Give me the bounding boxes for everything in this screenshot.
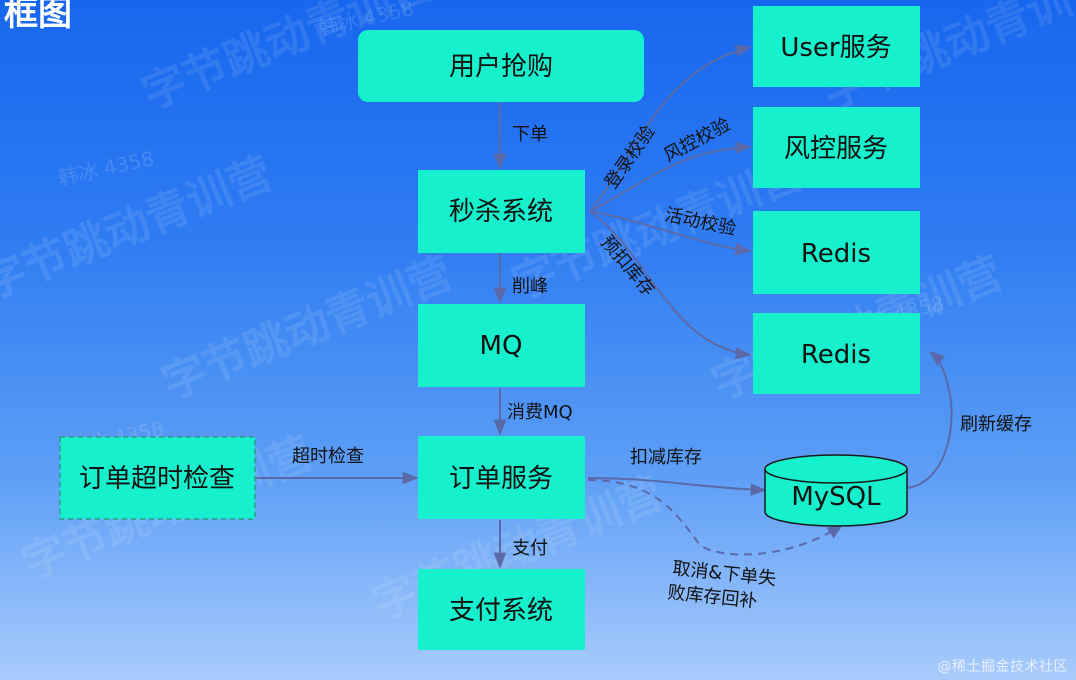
label-deduct-stock: 扣减库存 xyxy=(630,447,702,468)
node-user-service[interactable]: User服务 xyxy=(753,6,920,87)
label-consume-mq: 消费MQ xyxy=(507,402,573,423)
edge-refresh-cache xyxy=(907,351,953,489)
node-label: Redis xyxy=(801,340,871,370)
edge-layer xyxy=(256,44,953,569)
database-icon xyxy=(764,469,908,527)
label-timeout-check: 超时检查 xyxy=(292,446,364,467)
edge-compensate xyxy=(587,479,844,556)
node-label: Redis xyxy=(801,239,871,269)
watermark-user: 韩冰 4358 xyxy=(56,146,156,190)
label-place-order: 下单 xyxy=(512,124,548,145)
node-redis-2[interactable]: Redis xyxy=(753,313,920,394)
corner-title: 框图 xyxy=(4,0,72,34)
node-seckill[interactable]: 秒杀系统 xyxy=(418,170,585,253)
edge-deduct-stock xyxy=(587,477,767,496)
node-mq[interactable]: MQ xyxy=(418,304,585,387)
node-layer: 用户抢购 秒杀系统 MQ 订单服务 支付系统 订单超时检查 User服务 风控 xyxy=(59,6,920,650)
node-redis-1[interactable]: Redis xyxy=(753,211,920,294)
node-label: 秒杀系统 xyxy=(449,197,553,227)
node-label: User服务 xyxy=(780,33,891,63)
node-label: MQ xyxy=(480,331,523,361)
node-user-rush[interactable]: 用户抢购 xyxy=(358,30,644,102)
credit-text: @稀土掘金技术社区 xyxy=(937,659,1068,675)
node-label: 用户抢购 xyxy=(449,52,553,82)
label-login-check: 登录校验 xyxy=(601,122,659,193)
node-label: 支付系统 xyxy=(449,596,553,626)
node-mysql[interactable]: MySQL xyxy=(764,454,908,527)
label-peak-shaving: 削峰 xyxy=(512,276,548,297)
node-label: 订单超时检查 xyxy=(79,464,235,494)
edge-login-check xyxy=(589,44,752,212)
node-label: 订单服务 xyxy=(449,464,553,494)
label-refresh-cache: 刷新缓存 xyxy=(960,414,1032,435)
label-risk-check: 风控校验 xyxy=(660,114,733,166)
edge-activity-check xyxy=(589,210,752,256)
edge-pre-deduct xyxy=(589,210,752,360)
edge-risk-check xyxy=(589,141,752,212)
watermark-text: 字节跳动青训营 xyxy=(155,248,460,411)
edge-label-layer: 下单 削峰 消费MQ 支付 超时检查 登录校验 风控校验 活动校验 预扣库存 扣… xyxy=(292,114,1032,612)
node-order-service[interactable]: 订单服务 xyxy=(418,436,585,519)
node-payment[interactable]: 支付系统 xyxy=(418,569,585,650)
label-pay: 支付 xyxy=(512,538,548,559)
node-label: MySQL xyxy=(791,482,881,512)
node-risk-service[interactable]: 风控服务 xyxy=(753,107,920,188)
node-order-timeout[interactable]: 订单超时检查 xyxy=(59,436,256,520)
node-label: 风控服务 xyxy=(784,134,888,164)
